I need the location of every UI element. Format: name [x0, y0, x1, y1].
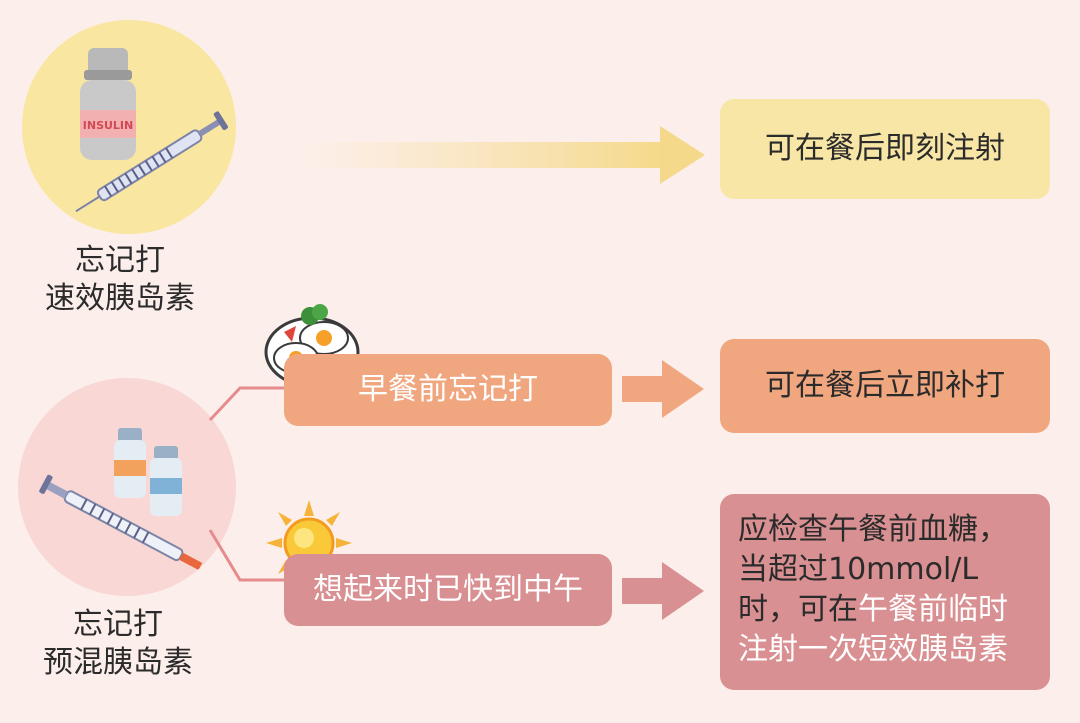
- insulin-vial-icon: INSULIN: [75, 48, 228, 213]
- noon-condition-text: 想起来时已快到中午: [313, 572, 583, 607]
- label-line1: 忘记打: [75, 243, 165, 278]
- breakfast-condition-text: 早餐前忘记打: [358, 372, 538, 407]
- label-line2: 速效胰岛素: [45, 281, 195, 316]
- arrow-icon: [622, 360, 704, 418]
- premix-insulin-circle: [18, 378, 236, 596]
- label-line2: 预混胰岛素: [43, 645, 193, 680]
- noon-result-box: 应检查午餐前血糖，当超过10mmol/L时，可在午餐前临时注射一次短效胰岛素: [720, 494, 1050, 690]
- breakfast-condition-box: 早餐前忘记打: [284, 354, 612, 426]
- rapid-result-box: 可在餐后即刻注射: [720, 99, 1050, 199]
- arrow-icon: [300, 126, 705, 184]
- premix-vials-icon: [39, 428, 203, 571]
- noon-condition-box: 想起来时已快到中午: [284, 554, 612, 626]
- premix-insulin-label: 忘记打 预混胰岛素: [18, 606, 218, 682]
- rapid-insulin-label: 忘记打 速效胰岛素: [20, 242, 220, 318]
- arrow-icon: [622, 562, 704, 620]
- breakfast-result-text: 可在餐后立即补打: [765, 368, 1005, 403]
- noon-result-text: 应检查午餐前血糖，当超过10mmol/L时，可在: [738, 512, 1008, 627]
- rapid-insulin-circle: INSULIN: [22, 20, 236, 234]
- breakfast-result-box: 可在餐后立即补打: [720, 339, 1050, 433]
- label-line1: 忘记打: [73, 607, 163, 642]
- connector-lines: [208, 386, 286, 582]
- syringe-icon: [75, 111, 228, 213]
- noon-result-highlight: 午餐前临时注射一次短效胰岛素: [738, 592, 1008, 667]
- vial-label: INSULIN: [83, 119, 133, 132]
- rapid-result-text: 可在餐后即刻注射: [765, 131, 1005, 166]
